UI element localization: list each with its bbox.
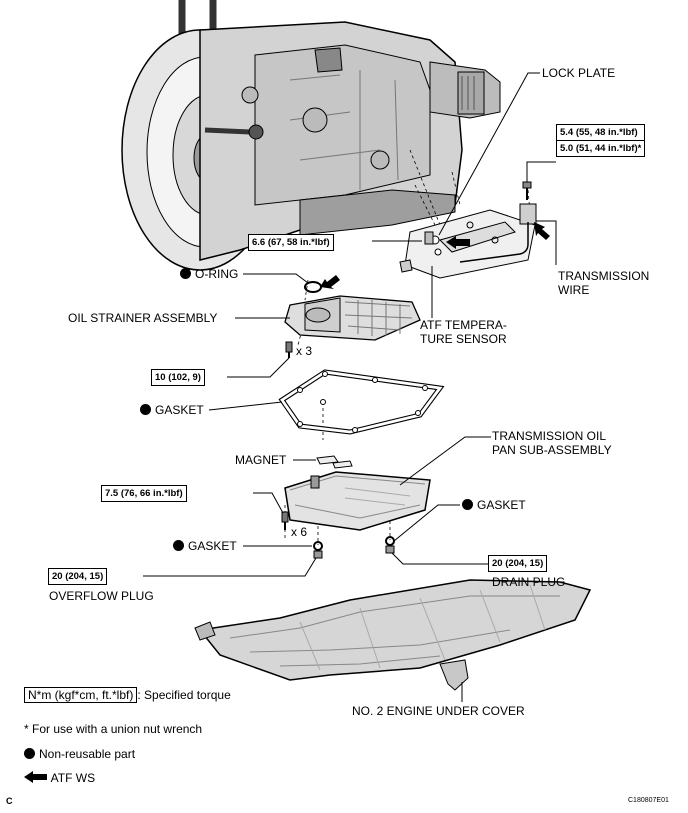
figure-code: C180807E01 xyxy=(628,797,669,804)
overflow-plug-torque: 20 (204, 15) xyxy=(48,568,108,585)
atf-arrow-o-ring xyxy=(320,275,340,289)
wire-torque-leader xyxy=(526,161,556,182)
wire-torque-spec: 5.4 (55, 48 in.*lbf) 5.0 (51, 44 in.*lbf… xyxy=(556,124,646,157)
atf-arrow-sensor xyxy=(446,236,470,249)
legend-torque-desc: : Specified torque xyxy=(137,688,231,702)
strainer-bolt-part xyxy=(285,341,293,358)
pan-bolt-part xyxy=(281,511,289,530)
strainer-quantity: x 3 xyxy=(296,344,313,358)
drain-torque-leader xyxy=(391,552,488,565)
oil-strainer-part xyxy=(284,295,421,341)
transmission-wire-connector xyxy=(459,181,537,263)
gasket-upper-leader xyxy=(208,401,283,411)
overflow-plug-part xyxy=(313,550,323,559)
legend-torque-key: N*m (kgf*cm, ft.*lbf) xyxy=(24,687,138,703)
non-reusable-dot-icon xyxy=(140,404,151,415)
o-ring-leader xyxy=(243,273,309,284)
non-reusable-dot-icon xyxy=(24,748,35,759)
magnet-part xyxy=(316,455,353,469)
lock-plate-leader xyxy=(438,72,540,236)
gasket-upper-part xyxy=(278,369,445,435)
gasket-right-label: GASKET xyxy=(462,498,526,512)
wire-bolt-torque: 5.4 (55, 48 in.*lbf) xyxy=(556,124,646,141)
overflow-torque-leader xyxy=(143,557,317,577)
overflow-plug-label: OVERFLOW PLUG xyxy=(49,589,154,603)
oil-pan-part xyxy=(284,471,431,531)
legend-atf: ATF WS xyxy=(24,771,95,785)
drain-plug-part xyxy=(385,545,395,554)
legend-union-note: * For use with a union nut wrench xyxy=(24,722,203,736)
legend-non-reusable: Non-reusable part xyxy=(24,747,135,761)
gasket-right-leader xyxy=(393,504,460,542)
wire-leader xyxy=(536,220,557,265)
engine-under-cover-part xyxy=(194,579,592,691)
pan-bolt-quantity: x 6 xyxy=(291,525,308,539)
corner-letter: C xyxy=(6,796,13,806)
transmission-assembly xyxy=(121,0,501,271)
oil-strainer-label: OIL STRAINER ASSEMBLY xyxy=(68,311,218,325)
strainer-torque: 10 (102, 9) xyxy=(151,369,205,386)
magnet-label: MAGNET xyxy=(235,453,287,467)
drain-gasket-part xyxy=(385,536,395,546)
gasket-left-label: GASKET xyxy=(173,539,237,553)
lock-plate-torque: 6.6 (67, 58 in.*lbf) xyxy=(248,234,334,251)
wire-bolt-union-torque: 5.0 (51, 44 in.*lbf)* xyxy=(556,139,646,157)
drain-plug-label: DRAIN PLUG xyxy=(492,575,566,589)
non-reusable-dot-icon xyxy=(462,499,473,510)
engine-under-cover-label: NO. 2 ENGINE UNDER COVER xyxy=(352,704,525,718)
atf-temperature-sensor-label: ATF TEMPERA- TURE SENSOR xyxy=(420,318,507,346)
pan-torque-leader xyxy=(253,492,284,514)
o-ring-part xyxy=(304,281,322,293)
lock-plate-label: LOCK PLATE xyxy=(542,66,616,80)
transmission-wire-label: TRANSMISSION WIRE xyxy=(558,269,650,297)
oil-pan-label: TRANSMISSION OIL PAN SUB-ASSEMBLY xyxy=(492,429,612,457)
non-reusable-dot-icon xyxy=(173,540,184,551)
strainer-torque-leader xyxy=(227,357,290,378)
drain-plug-torque: 20 (204, 15) xyxy=(488,555,548,572)
overflow-gasket-part xyxy=(313,541,323,551)
gasket-upper-label: GASKET xyxy=(140,403,204,417)
legend-torque: N*m (kgf*cm, ft.*lbf): Specified torque xyxy=(24,687,231,703)
atf-arrow-icon xyxy=(24,771,47,783)
o-ring-label: O-RING xyxy=(180,267,238,281)
oil-pan-leader xyxy=(399,436,491,486)
non-reusable-dot-icon xyxy=(180,268,191,279)
atf-arrow-wire xyxy=(534,222,550,240)
pan-bolt-torque: 7.5 (76, 66 in.*lbf) xyxy=(101,485,187,502)
